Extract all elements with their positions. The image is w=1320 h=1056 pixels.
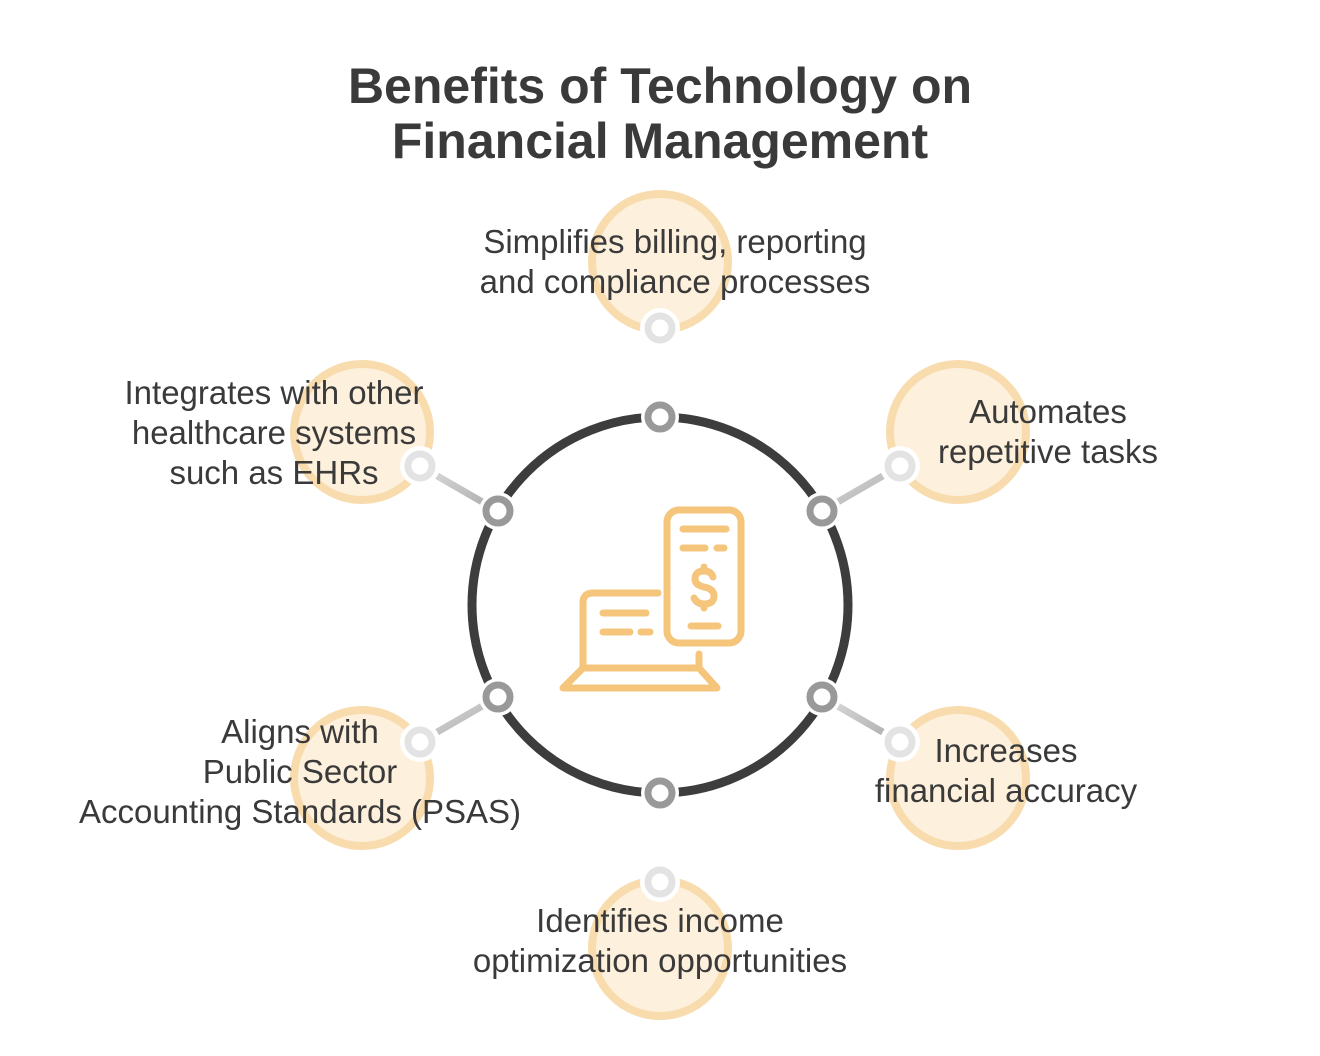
benefit-label-line: optimization opportunities [473,942,847,979]
benefit-label-line: Automates [969,393,1127,430]
benefit-lower-left: Aligns with Public Sector Accounting Sta… [79,713,521,830]
benefit-upper-left: Integrates with other healthcare systems… [125,374,424,491]
benefit-label-line: Public Sector [203,753,397,790]
title-line-2: Financial Management [392,113,929,169]
title-line-1: Benefits of Technology on [348,58,972,114]
bubble-upper-left [290,360,434,504]
benefit-upper-right: Automates repetitive tasks [938,393,1158,470]
benefit-label-line: healthcare systems [132,414,416,451]
bubbles [290,190,1030,1020]
benefit-label-line: Identifies income [536,902,784,939]
benefit-top: Simplifies billing, reporting and compli… [480,223,871,300]
benefit-label-line: and compliance processes [480,263,871,300]
bubble-lower-left [290,706,434,850]
laptop-and-phone-payment-icon [559,506,745,692]
benefit-label-line: Aligns with [221,713,379,750]
connectors [400,308,920,902]
central-ring [467,412,853,798]
benefit-label-line: repetitive tasks [938,433,1158,470]
bubble-lower-right [886,706,1030,850]
benefit-label-line: Simplifies billing, reporting [483,223,866,260]
benefit-label-line: Accounting Standards (PSAS) [79,793,521,830]
bubble-upper-right [886,360,1030,504]
benefit-label-line: financial accuracy [875,772,1138,809]
benefit-lower-right: Increases financial accuracy [875,732,1138,809]
benefit-label-line: such as EHRs [169,454,378,491]
benefit-label-line: Increases [934,732,1077,769]
benefit-bottom: Identifies income optimization opportuni… [473,902,847,979]
benefit-label-line: Integrates with other [125,374,424,411]
